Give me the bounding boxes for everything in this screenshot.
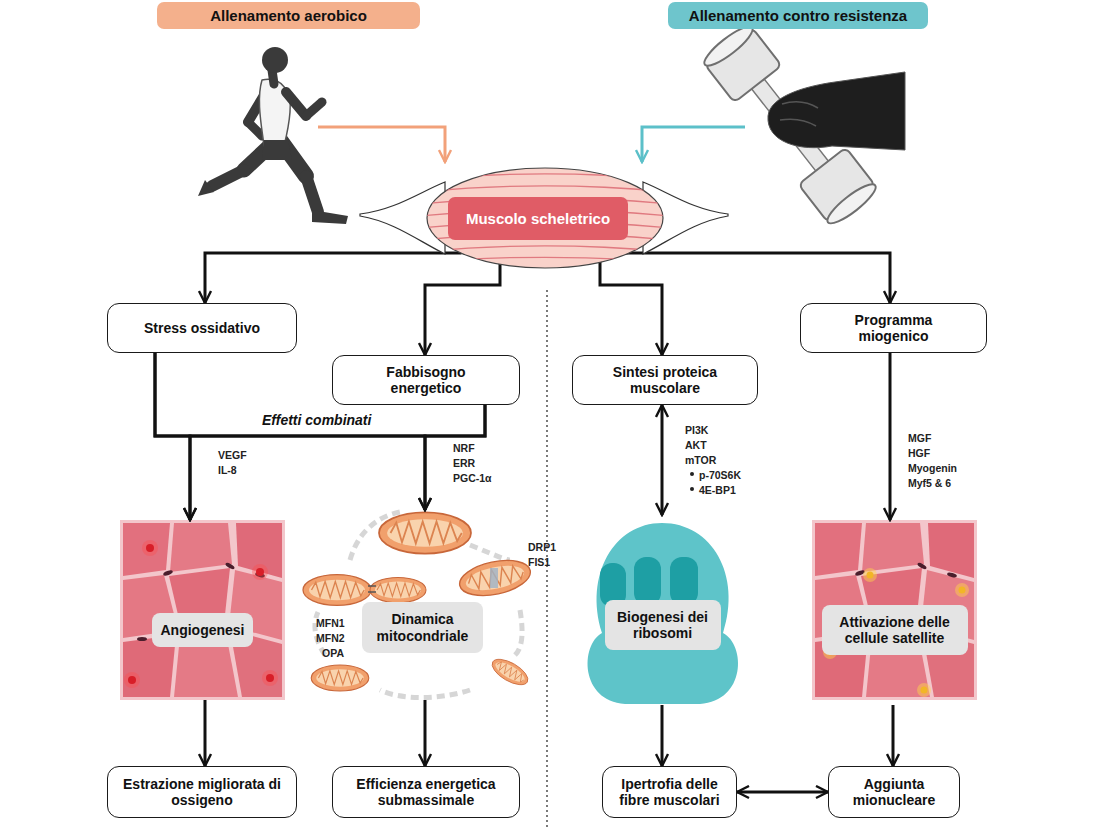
node-text: Angiogenesi	[152, 613, 252, 647]
flow-arrow	[425, 240, 500, 355]
training-pill: Allenamento aerobico	[157, 2, 420, 29]
node-text: Allenamento aerobico	[210, 7, 367, 24]
signal-label: 4E-BP1	[699, 485, 736, 496]
muscle-belly	[427, 168, 663, 268]
signal-label: PGC-1α	[453, 473, 492, 484]
outcome-box: Estrazione migliorata di ossigeno	[107, 766, 297, 818]
dumbbell-figure	[700, 21, 905, 228]
flow-arrow	[892, 705, 895, 766]
signal-label: mTOR	[685, 455, 716, 466]
adaptation-panel: Biogenesi dei ribosomi	[580, 515, 745, 705]
signal-label: NRF	[453, 443, 475, 454]
node-text: Attivazione delle cellule satellite	[822, 605, 968, 655]
flow-arrow	[424, 700, 427, 766]
signal-label: DRP1	[528, 542, 556, 553]
flow-arrow	[205, 240, 460, 303]
flow-arrow	[661, 405, 664, 515]
adaptation-panel: Dinamica mitocondriale	[295, 510, 550, 700]
signal-label: Myogenin	[908, 463, 957, 474]
signal-label: HGF	[908, 448, 930, 459]
signal-label: VEGF	[218, 450, 247, 461]
adaptation-panel: Attivazione delle cellule satellite	[812, 520, 977, 705]
signal-label: AKT	[685, 440, 707, 451]
signal-label: MFN1	[316, 618, 345, 629]
muscle-tendon	[643, 182, 728, 254]
signal-label: Myf5 & 6	[908, 478, 951, 489]
flow-arrow	[190, 405, 485, 520]
list-bullet	[690, 487, 694, 491]
ribosome-shape	[588, 523, 738, 704]
node-text: Stress ossidativo	[144, 320, 260, 336]
signal-label: p-70S6K	[699, 470, 741, 481]
flow-arrow	[737, 791, 828, 794]
node-text: Ipertrofia delle fibre muscolari	[610, 776, 730, 808]
node-text: Sintesi proteica muscolare	[595, 364, 735, 396]
muscle-fibres	[420, 174, 670, 262]
node-text: Efficienza energetica submassimale	[346, 776, 506, 808]
signal-label: OPA	[322, 648, 344, 659]
muscle-tendon	[360, 182, 445, 254]
flow-arrow	[600, 240, 662, 355]
adaptation-panel: Angiogenesi	[120, 520, 285, 700]
list-bullet	[690, 472, 694, 476]
node-text: Aggiunta mionucleare	[839, 776, 949, 808]
muscle-label: Muscolo scheletrico	[448, 197, 628, 240]
signal-label: FIS1	[528, 557, 550, 568]
process-box: Programma miogenico	[800, 303, 987, 353]
resistance-arrow	[642, 127, 745, 162]
signal-label: IL-8	[218, 465, 237, 476]
angiogenesis-tissue	[120, 520, 285, 700]
node-text: Allenamento contro resistenza	[689, 7, 907, 24]
process-box: Stress ossidativo	[107, 303, 297, 353]
mitochondria-cycle	[303, 512, 534, 698]
annotation-text: Effetti combinati	[262, 413, 371, 427]
signal-label: MGF	[908, 433, 931, 444]
flow-arrow	[204, 700, 207, 766]
process-box: Sintesi proteica muscolare	[572, 355, 758, 405]
outcome-box: Ipertrofia delle fibre muscolari	[602, 766, 737, 818]
signal-label: MFN2	[316, 633, 345, 644]
flow-arrow	[661, 705, 664, 766]
node-text: Biogenesi dei ribosomi	[605, 600, 721, 650]
node-text: Fabbisogno energetico	[371, 364, 481, 396]
satellite-tissue	[812, 520, 977, 700]
node-text: Dinamica mitocondriale	[362, 602, 483, 652]
signal-label: PI3K	[685, 425, 708, 436]
node-text: Programma miogenico	[839, 312, 949, 344]
flow-arrow	[425, 405, 485, 510]
aerobic-arrow	[318, 127, 445, 162]
training-pill: Allenamento contro resistenza	[668, 2, 928, 29]
signal-label: ERR	[453, 458, 475, 469]
runner-figure	[198, 47, 348, 224]
outcome-box: Aggiunta mionucleare	[828, 766, 960, 818]
node-text: Muscolo scheletrico	[466, 210, 610, 227]
process-box: Fabbisogno energetico	[332, 355, 520, 405]
flow-arrow	[889, 353, 892, 520]
flow-arrow	[155, 353, 190, 520]
flow-arrow	[620, 240, 890, 303]
outcome-box: Efficienza energetica submassimale	[332, 766, 520, 818]
node-text: Estrazione migliorata di ossigeno	[122, 776, 282, 808]
